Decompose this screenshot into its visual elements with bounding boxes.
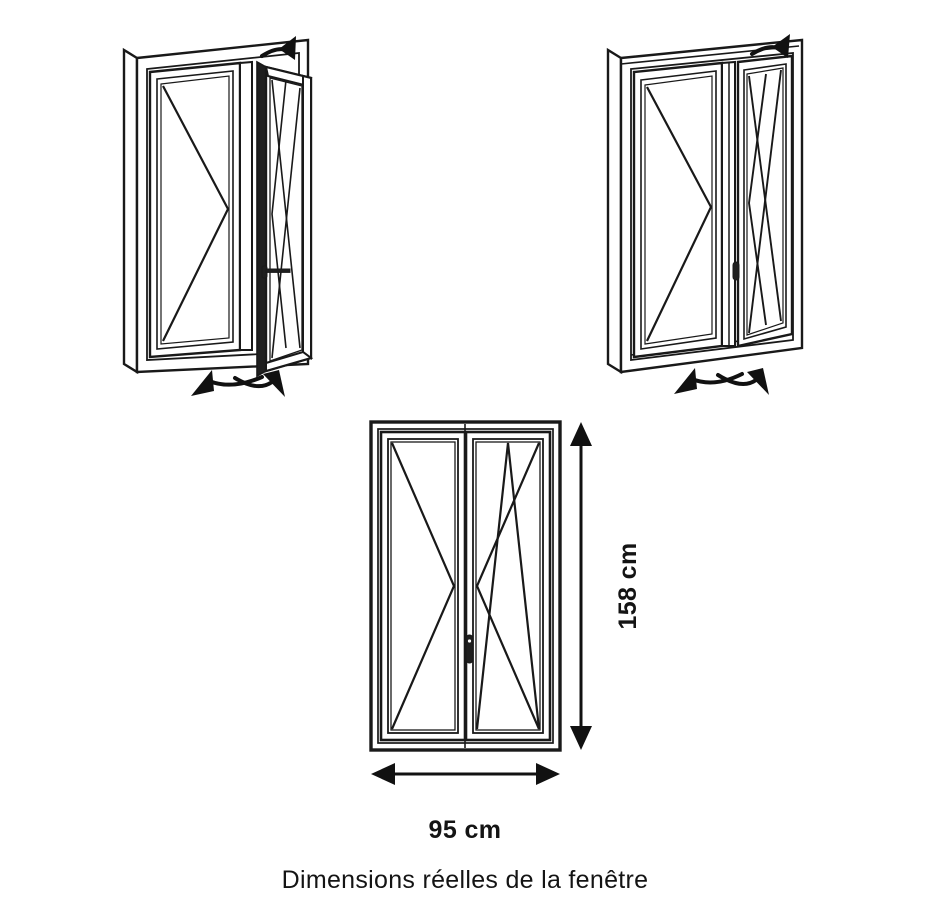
width-dimension-label: 95 cm xyxy=(429,816,502,844)
mullion-perspective-left xyxy=(239,60,253,351)
width-dimension: 95 cm xyxy=(371,763,560,844)
handle-perspective-right xyxy=(732,261,740,281)
left-sash-elevation xyxy=(379,430,467,742)
left-sash-perspective-right xyxy=(632,61,724,359)
motion-arrows-perspective-right xyxy=(674,34,790,395)
motion-arrows-perspective-left xyxy=(191,36,296,397)
left-sash-perspective-left xyxy=(148,61,242,359)
right-sash-perspective-right xyxy=(732,54,794,348)
view-perspective-open xyxy=(122,36,314,397)
height-dimension-label: 158 cm xyxy=(614,542,642,629)
mullion-perspective-right xyxy=(721,60,736,347)
height-dimension: 158 cm xyxy=(570,422,642,750)
view-elevation: 158 cm 95 cm xyxy=(369,420,642,844)
right-sash-open-perspective-left xyxy=(256,60,314,378)
handle-perspective-left xyxy=(261,265,291,279)
view-perspective-closed xyxy=(606,34,804,395)
handle-elevation xyxy=(465,634,474,664)
figure-caption: Dimensions réelles de la fenêtre xyxy=(282,866,649,894)
right-sash-elevation xyxy=(464,430,552,742)
